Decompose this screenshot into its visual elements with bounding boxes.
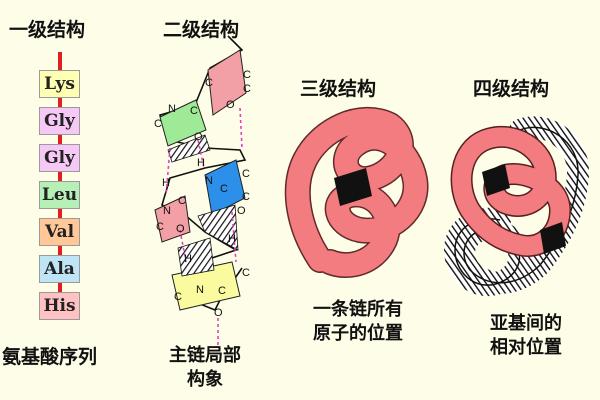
caption-secondary-line1: 主链局部 <box>169 345 241 366</box>
amino-acid-box: Leu <box>39 181 80 209</box>
atom-label: C <box>156 221 164 233</box>
atom-label: C <box>242 168 250 180</box>
atom-label: C <box>218 285 226 297</box>
atom-label: O <box>176 223 185 235</box>
atom-label: C <box>243 83 251 95</box>
atom-label: N <box>168 103 176 115</box>
hydrogen-bond <box>231 211 237 263</box>
atom-label: C <box>220 183 228 195</box>
atom-label: C <box>174 291 182 303</box>
caption-quaternary-line1: 亚基间的 <box>490 313 562 334</box>
quaternary-subunit-outline <box>454 126 579 286</box>
quaternary-sheet-marker <box>482 164 510 196</box>
atom-label: C <box>242 191 250 203</box>
atom-label: C <box>154 118 162 130</box>
title-secondary-structure: 二级结构 <box>163 19 240 41</box>
caption-quaternary: 亚基间的 相对位置 <box>466 312 586 360</box>
atom-label: H <box>197 157 205 169</box>
caption-amino-acid-sequence: 氨基酸序列 <box>2 346 98 368</box>
atom-label: C <box>178 195 186 207</box>
caption-secondary: 主链局部 构象 <box>150 344 260 392</box>
hatched-back-face <box>197 204 239 251</box>
hydrogen-bond <box>239 107 243 149</box>
caption-tertiary: 一条链所有 原子的位置 <box>293 298 423 346</box>
atom-label: N <box>196 284 204 296</box>
amino-acid-box: Gly <box>39 144 80 172</box>
caption-quaternary-line2: 相对位置 <box>490 337 562 358</box>
amino-acid-box: His <box>39 292 80 320</box>
amino-acid-box: Ala <box>39 255 80 283</box>
atom-label: C <box>242 267 250 279</box>
title-quaternary-structure: 四级结构 <box>473 78 550 100</box>
atom-label: N <box>205 175 213 187</box>
atom-label: O <box>214 307 223 319</box>
atom-label: C <box>190 105 198 117</box>
peptide-plane-pink <box>207 49 247 116</box>
amino-acid-box: Val <box>39 218 80 246</box>
title-primary-structure: 一级结构 <box>9 19 86 41</box>
caption-tertiary-line2: 原子的位置 <box>313 323 403 344</box>
amino-acid-box: Gly <box>39 107 80 135</box>
atom-label: C <box>205 77 213 89</box>
caption-secondary-line2: 构象 <box>187 369 223 390</box>
peptide-plane-green <box>159 99 207 147</box>
atom-label: H <box>184 253 192 265</box>
peptide-plane-blue <box>204 159 246 216</box>
atom-label: C <box>243 69 251 81</box>
quaternary-sheet-marker <box>540 222 566 254</box>
atom-label: O <box>237 205 246 217</box>
atom-label: H <box>228 233 236 245</box>
hydrogen-bond <box>165 147 171 197</box>
caption-tertiary-line1: 一条链所有 <box>313 299 403 320</box>
atom-label: N <box>163 205 171 217</box>
tertiary-sheet-marker <box>334 168 372 206</box>
tertiary-ribbon <box>286 108 427 277</box>
peptide-plane-pink-lower <box>154 195 191 243</box>
hatched-back-face <box>167 134 211 163</box>
amino-acid-box: Lys <box>39 70 80 98</box>
atom-label: O <box>226 99 235 111</box>
atom-label: H <box>162 177 170 189</box>
hydrogen-bond <box>197 139 205 169</box>
title-tertiary-structure: 三级结构 <box>300 78 377 100</box>
hatched-back-face <box>177 237 215 277</box>
atom-label: O <box>194 131 203 143</box>
